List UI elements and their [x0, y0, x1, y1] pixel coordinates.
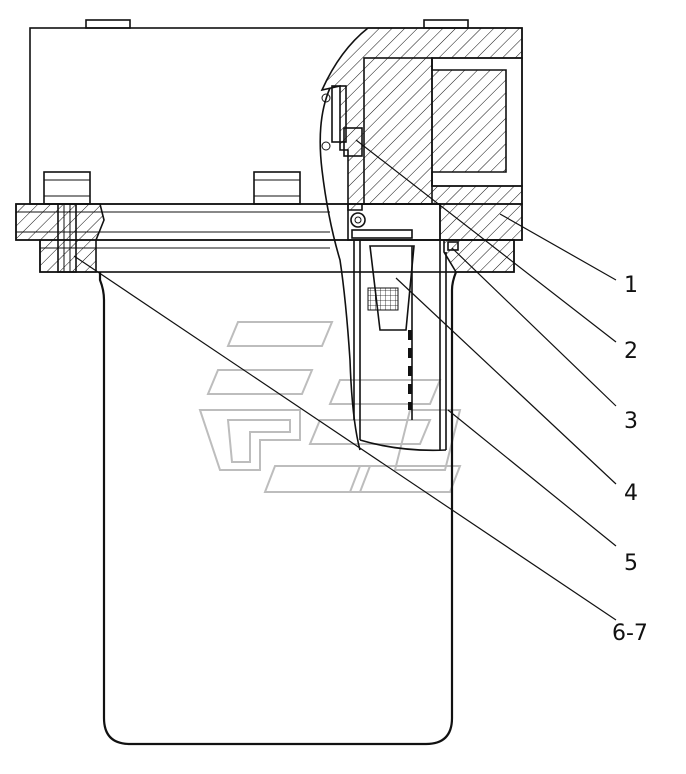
callout-2: 2	[624, 339, 638, 364]
callout-3: 3	[624, 409, 638, 434]
callout-4: 4	[624, 481, 638, 506]
flange-left-hatch	[15, 203, 105, 273]
cover-housing	[29, 19, 523, 451]
leader-lines	[73, 139, 617, 621]
callout-6-7: 6-7	[612, 621, 648, 646]
housing-section-hatch	[320, 27, 523, 241]
callouts: 1 2 3 4 5 6-7	[612, 273, 648, 646]
flange-plate	[15, 203, 523, 273]
flange-right-hatch	[443, 239, 515, 273]
callout-5: 5	[624, 551, 638, 576]
filter-bowl	[98, 271, 458, 746]
filter-element	[347, 203, 459, 452]
callout-1: 1	[624, 273, 638, 298]
bolts	[43, 171, 301, 273]
watermark-logo	[198, 321, 462, 493]
seal-ring	[447, 241, 459, 251]
